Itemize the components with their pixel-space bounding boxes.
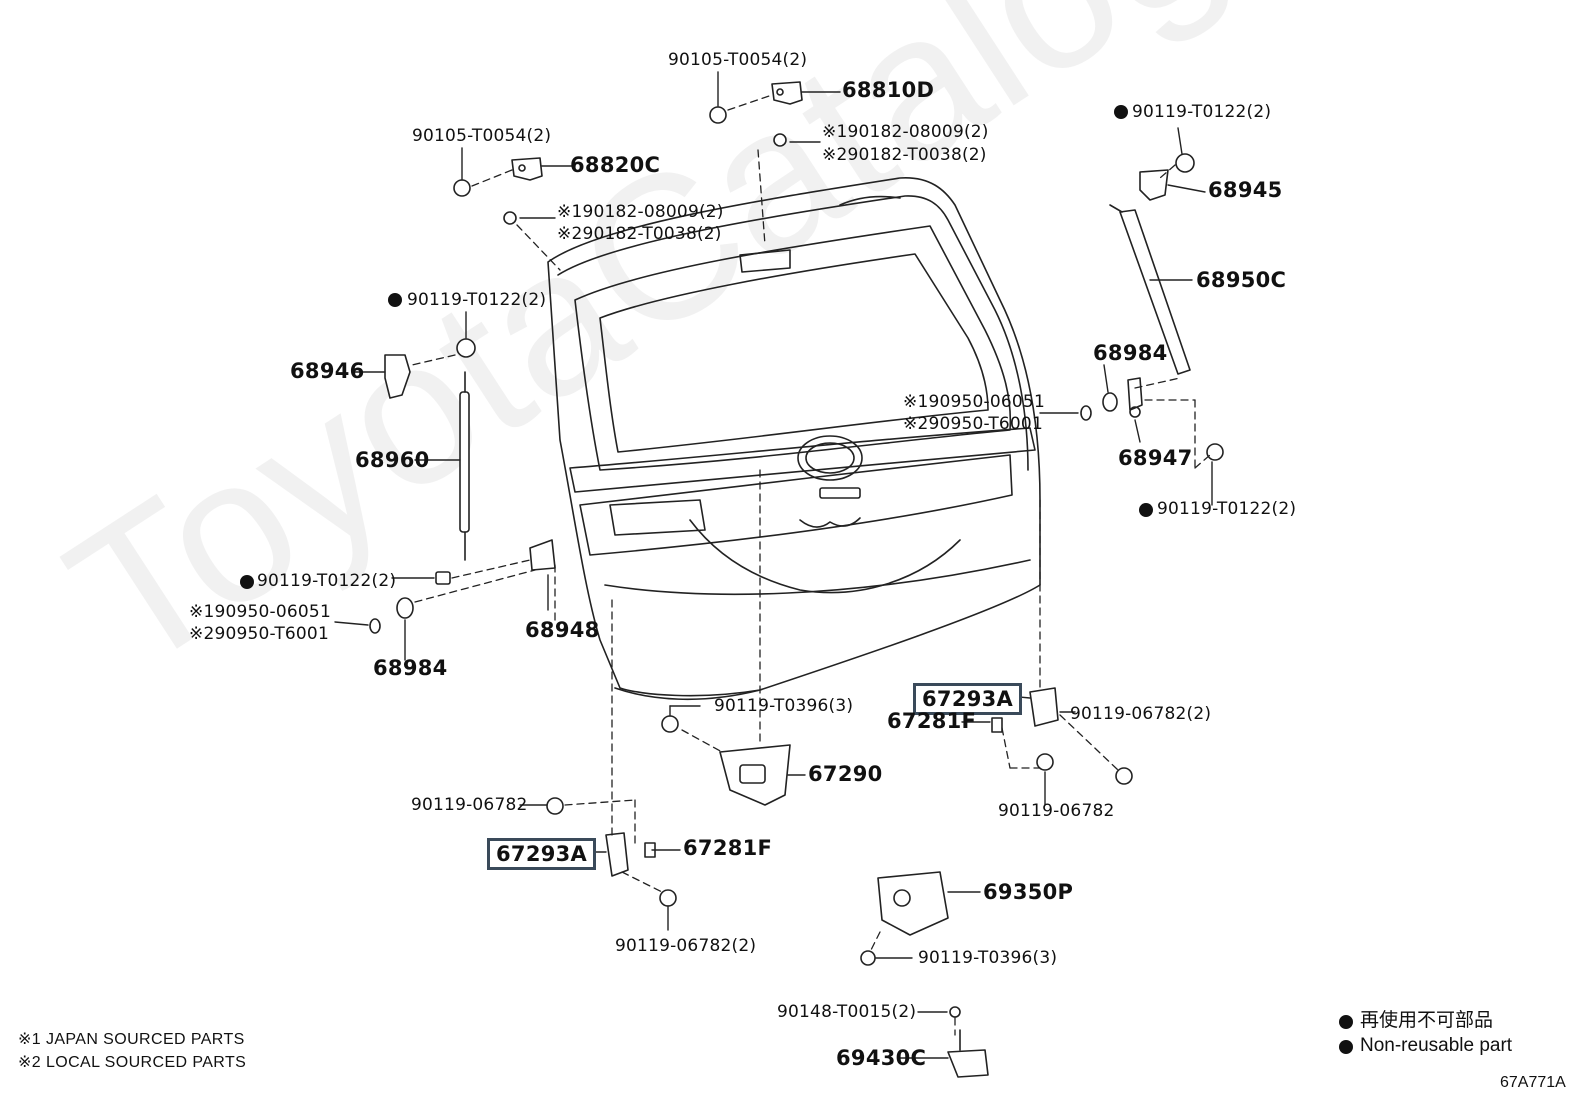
footnote-local-sourced: ※2 LOCAL SOURCED PARTS bbox=[18, 1054, 247, 1071]
part-label-highlighted: 67293A bbox=[913, 683, 1023, 715]
part-label: 69350P bbox=[983, 880, 1074, 904]
part-label: ※190950-06051 bbox=[189, 602, 331, 622]
part-label: 90119-06782(2) bbox=[1070, 704, 1212, 724]
part-label: 90148-T0015(2) bbox=[777, 1002, 917, 1022]
part-label: 90119-T0396(3) bbox=[714, 696, 854, 716]
part-label: 68950C bbox=[1196, 268, 1287, 292]
part-label: ※190950-06051 bbox=[903, 392, 1045, 412]
part-label: 68960 bbox=[355, 448, 430, 472]
part-label: 69430C bbox=[836, 1046, 927, 1070]
part-label: ※290182-T0038(2) bbox=[822, 145, 987, 165]
part-label: 90119-06782 bbox=[411, 795, 528, 815]
bracket-68946 bbox=[384, 354, 411, 399]
part-label: 68984 bbox=[1093, 341, 1168, 365]
part-label: 90119-T0122(2) bbox=[257, 571, 397, 591]
part-label: 90105-T0054(2) bbox=[412, 126, 552, 146]
part-label: 90119-06782 bbox=[998, 801, 1115, 821]
part-label: 68946 bbox=[290, 359, 365, 383]
part-label-highlighted: 67293A bbox=[487, 838, 597, 870]
bracket-68947 bbox=[1127, 377, 1143, 418]
stopper-67293A-left bbox=[605, 832, 629, 877]
part-label: 90119-06782(2) bbox=[615, 936, 757, 956]
part-label: 68948 bbox=[525, 618, 600, 642]
part-label: 90119-T0122(2) bbox=[1132, 102, 1272, 122]
part-label: 68947 bbox=[1118, 446, 1193, 470]
part-label: ※290182-T0038(2) bbox=[557, 224, 722, 244]
strut-68960 bbox=[459, 371, 470, 561]
strut-68950C bbox=[1109, 204, 1191, 375]
legend-non-reusable-jp: 再使用不可部品 bbox=[1360, 1010, 1494, 1031]
part-label: 90119-T0122(2) bbox=[1157, 499, 1297, 519]
assembly-lines bbox=[411, 94, 1211, 1036]
part-label: 90119-T0396(3) bbox=[918, 948, 1058, 968]
non-reusable-markers bbox=[240, 105, 1353, 1054]
part-label: 68984 bbox=[373, 656, 448, 680]
hinge-68820C bbox=[511, 157, 543, 181]
hinge-68810D bbox=[771, 81, 803, 105]
legend-non-reusable-en: Non-reusable part bbox=[1360, 1035, 1513, 1056]
part-label: 67281F bbox=[683, 836, 773, 860]
part-label: 67281F bbox=[887, 709, 977, 733]
footnote-japan-sourced: ※1 JAPAN SOURCED PARTS bbox=[18, 1031, 245, 1048]
lock-67290 bbox=[719, 744, 791, 806]
part-label: ※190182-08009(2) bbox=[822, 122, 989, 142]
part-label: 90119-T0122(2) bbox=[407, 290, 547, 310]
part-label: 68820C bbox=[570, 153, 661, 177]
part-label: ※290950-T6001 bbox=[903, 414, 1043, 434]
stopper-67293A-right bbox=[1029, 687, 1059, 727]
leader-lines bbox=[334, 71, 1213, 1059]
part-label: 67290 bbox=[808, 762, 883, 786]
latch-69350P bbox=[877, 871, 949, 936]
back-door-panel bbox=[547, 177, 1041, 701]
striker-69430C bbox=[947, 1029, 989, 1078]
part-label: ※290950-T6001 bbox=[189, 624, 329, 644]
bracket-68948 bbox=[529, 539, 556, 571]
part-label: 68945 bbox=[1208, 178, 1283, 202]
fasteners bbox=[369, 106, 1224, 1018]
diagram-reference: 67A771A bbox=[1500, 1074, 1566, 1091]
part-label: 90105-T0054(2) bbox=[668, 50, 808, 70]
part-label: ※190182-08009(2) bbox=[557, 202, 724, 222]
part-label: 68810D bbox=[842, 78, 935, 102]
